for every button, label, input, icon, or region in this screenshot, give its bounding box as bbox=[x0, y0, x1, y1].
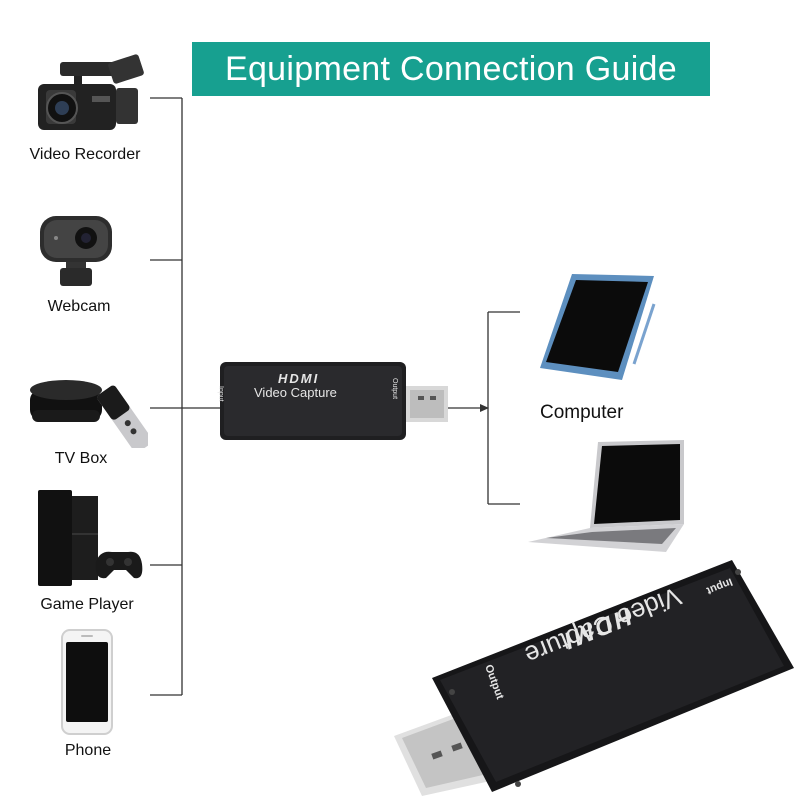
capture-card-input-label: Input bbox=[217, 386, 224, 402]
video-recorder-icon bbox=[38, 54, 144, 130]
input-label-phone: Phone bbox=[64, 742, 112, 759]
output-label-computer: Computer bbox=[540, 402, 624, 423]
tv-box-icon bbox=[30, 380, 148, 448]
game-console-icon bbox=[38, 490, 143, 586]
capture-card-large-icon bbox=[394, 560, 794, 796]
input-label-video-recorder: Video Recorder bbox=[29, 146, 141, 163]
laptop-icon bbox=[528, 440, 684, 552]
page-title: Equipment Connection Guide bbox=[192, 42, 710, 96]
capture-card-logo: HDMI bbox=[278, 371, 320, 386]
webcam-icon bbox=[40, 216, 112, 286]
tablet-icon bbox=[540, 274, 656, 380]
input-label-webcam: Webcam bbox=[47, 298, 111, 315]
capture-card-output-label: Output bbox=[391, 378, 398, 400]
capture-card-icon bbox=[220, 362, 448, 440]
capture-card-name: Video Capture bbox=[254, 385, 337, 400]
phone-icon bbox=[61, 629, 113, 735]
input-label-game-player: Game Player bbox=[40, 596, 134, 613]
input-label-tv-box: TV Box bbox=[54, 450, 108, 467]
